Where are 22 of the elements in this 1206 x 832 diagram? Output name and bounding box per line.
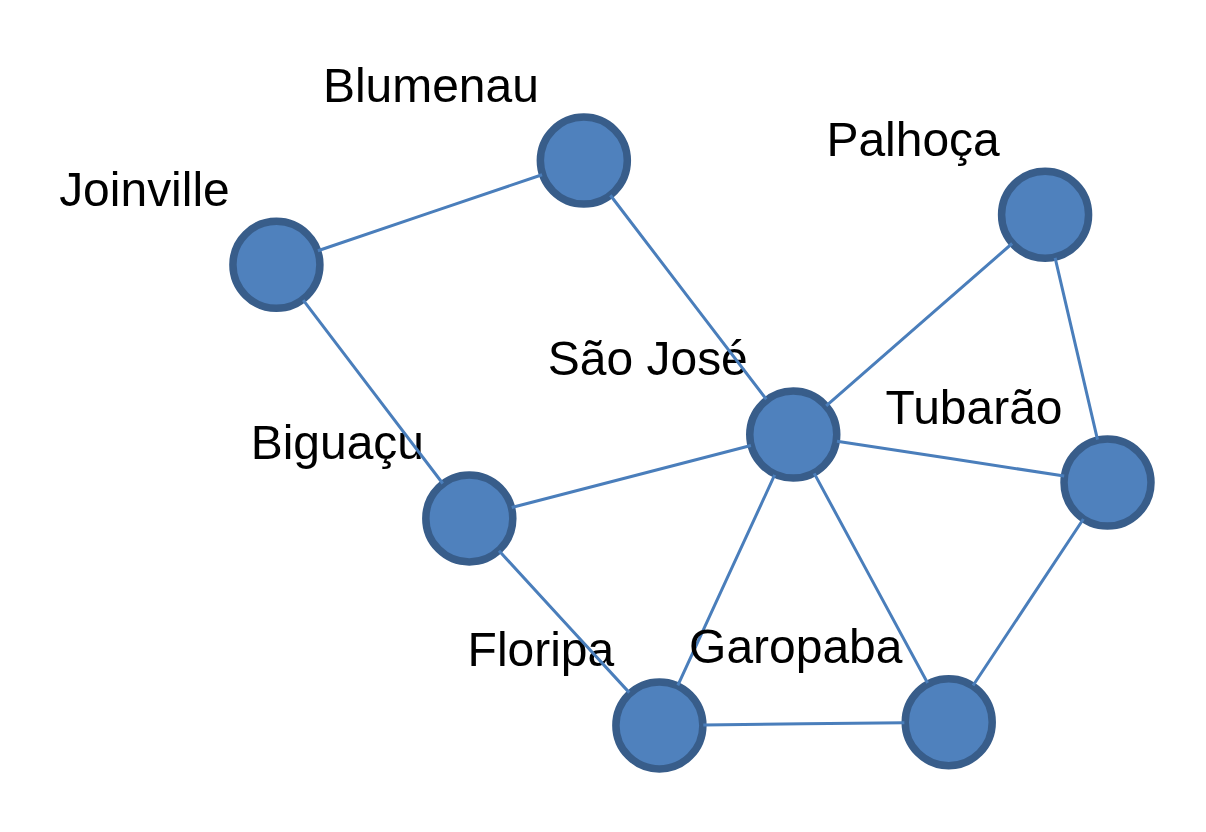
node-label: Joinville	[58, 162, 230, 216]
connector	[1053, 257, 1099, 441]
node-circle	[536, 113, 631, 208]
node-circle	[1059, 435, 1155, 530]
connector	[824, 242, 1013, 407]
node-circle	[611, 678, 707, 773]
connector	[812, 472, 929, 684]
connector	[608, 194, 767, 401]
node-label: Palhoça	[825, 112, 1000, 166]
connector	[971, 518, 1085, 687]
node-label: Blumenau	[322, 58, 539, 112]
connector	[836, 439, 1064, 478]
connector	[675, 474, 776, 686]
connector	[702, 721, 904, 727]
connector	[510, 444, 751, 509]
node-circle	[421, 471, 517, 566]
node-circle	[901, 674, 996, 770]
node-label: Tubarão	[885, 380, 1063, 434]
node-circle	[228, 217, 324, 313]
connector	[316, 173, 543, 253]
node-circle	[997, 167, 1092, 262]
node-circle	[745, 387, 840, 482]
